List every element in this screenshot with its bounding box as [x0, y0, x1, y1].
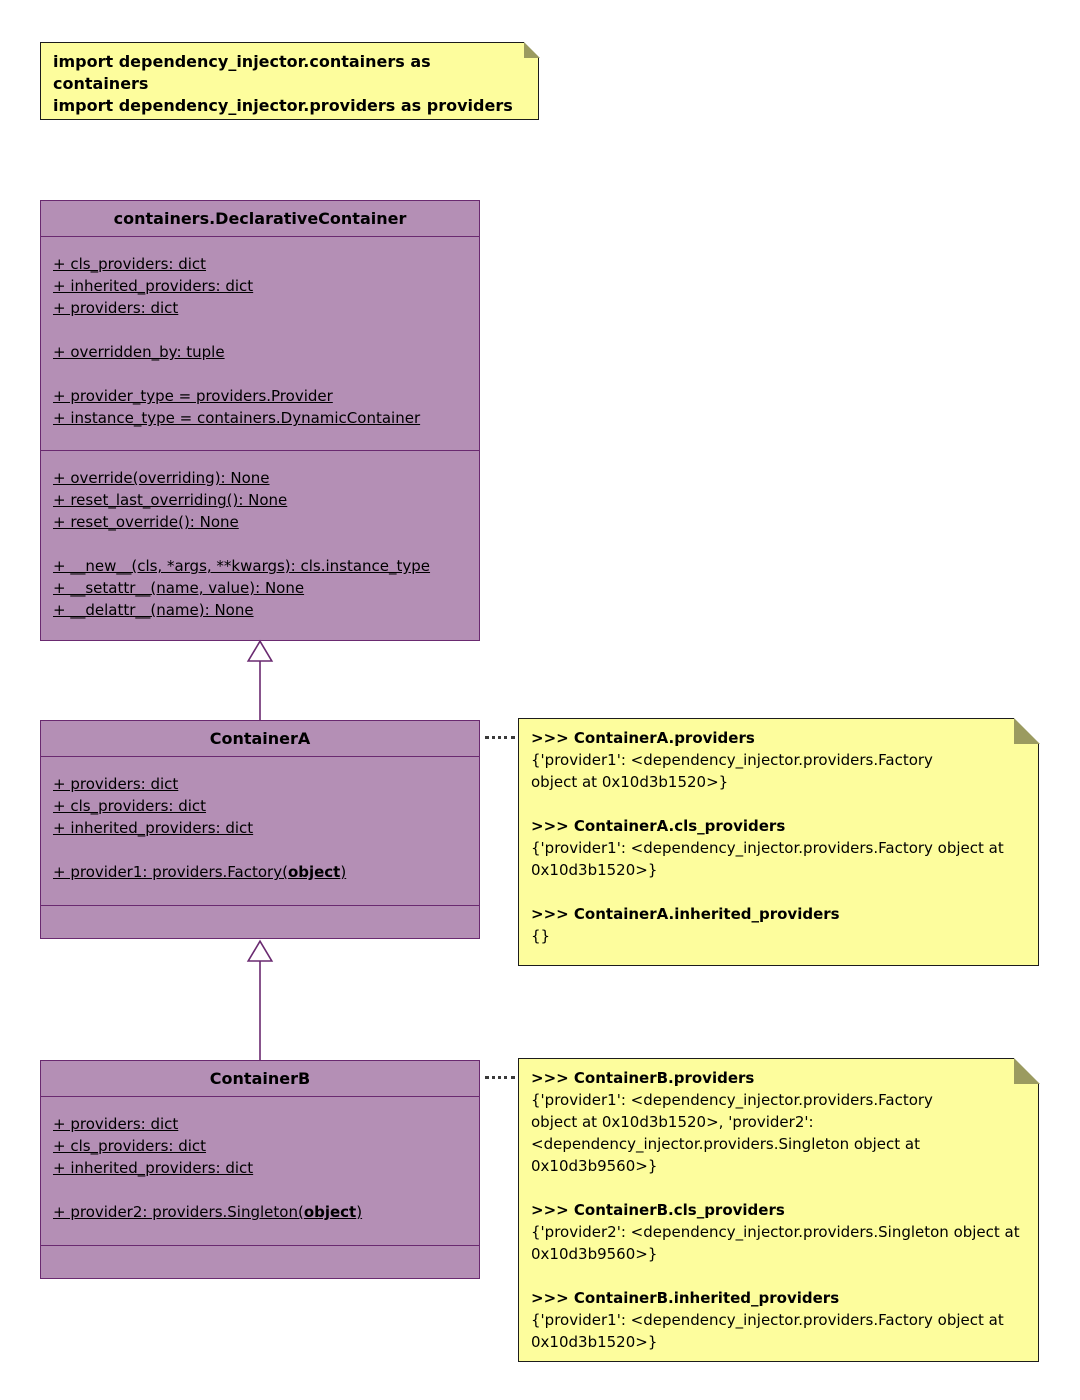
- note-header: >>> ContainerB.providers: [531, 1069, 755, 1087]
- hollow-triangle-icon: [246, 939, 274, 962]
- note-body: {'provider1': <dependency_injector.provi…: [531, 839, 1004, 879]
- class-container-b: ContainerB + providers: dict + cls_provi…: [40, 1060, 480, 1279]
- attributes-compartment: + providers: dict + cls_providers: dict …: [41, 757, 479, 905]
- class-attribute: + inherited_providers: dict: [53, 1159, 254, 1177]
- class-attribute: + providers: dict: [53, 1115, 179, 1133]
- inheritance-arrow-b: [246, 939, 274, 1061]
- class-attribute: + provider2: providers.Singleton(object): [49, 1201, 471, 1223]
- note-container-b: >>> ContainerB.providers {'provider1': <…: [518, 1057, 1040, 1362]
- class-attribute-spacer: [49, 319, 471, 341]
- class-attribute: + providers: dict: [53, 775, 179, 793]
- class-attribute: + cls_providers: dict: [53, 255, 207, 273]
- note-entry: >>> ContainerA.cls_providers {'provider1…: [531, 815, 1026, 881]
- note-header: >>> ContainerA.cls_providers: [531, 817, 786, 835]
- class-method-spacer: [49, 533, 471, 555]
- class-title: ContainerA: [41, 721, 479, 757]
- provider-post: ): [340, 863, 347, 881]
- provider-pre: + provider2: providers.Singleton(: [53, 1203, 304, 1221]
- methods-compartment: + override(overriding): None + reset_las…: [41, 450, 479, 640]
- note-header: >>> ContainerB.cls_providers: [531, 1201, 785, 1219]
- class-attribute: + inherited_providers: dict: [53, 277, 254, 295]
- hollow-triangle-icon: [246, 639, 274, 662]
- class-attribute: + overridden_by: tuple: [53, 343, 225, 361]
- note-link-a: [485, 736, 515, 739]
- class-attribute: + cls_providers: dict: [53, 797, 207, 815]
- note-body: {'provider1': <dependency_injector.provi…: [531, 1311, 1004, 1351]
- class-attribute-spacer: [49, 1179, 471, 1201]
- note-entry: >>> ContainerA.providers {'provider1': <…: [531, 727, 1026, 793]
- note-body: {'provider2': <dependency_injector.provi…: [531, 1223, 1020, 1263]
- note-header: >>> ContainerB.inherited_providers: [531, 1289, 840, 1307]
- provider-pre: + provider1: providers.Factory(: [53, 863, 288, 881]
- class-declarative-container: containers.DeclarativeContainer + cls_pr…: [40, 200, 480, 641]
- class-attribute: + cls_providers: dict: [53, 1137, 207, 1155]
- class-attribute: + inherited_providers: dict: [53, 819, 254, 837]
- import-note: import dependency_injector.containers as…: [40, 41, 540, 120]
- import-note-line: import dependency_injector.providers as …: [53, 96, 513, 115]
- note-header: >>> ContainerA.providers: [531, 729, 755, 747]
- class-method: + __setattr__(name, value): None: [53, 579, 305, 597]
- note-body: {'provider1': <dependency_injector.provi…: [531, 751, 933, 791]
- note-entry: >>> ContainerB.cls_providers {'provider2…: [531, 1199, 1026, 1265]
- class-attribute: + provider1: providers.Factory(object): [49, 861, 471, 883]
- class-method: + reset_last_overriding(): None: [53, 491, 288, 509]
- note-header: >>> ContainerA.inherited_providers: [531, 905, 840, 923]
- class-attribute: + provider_type = providers.Provider: [53, 387, 333, 405]
- class-attribute-spacer: [49, 363, 471, 385]
- class-method: + __delattr__(name): None: [53, 601, 254, 619]
- note-container-a: >>> ContainerA.providers {'provider1': <…: [518, 717, 1040, 966]
- attributes-compartment: + providers: dict + cls_providers: dict …: [41, 1097, 479, 1245]
- note-body: {}: [531, 927, 551, 945]
- note-entry: >>> ContainerB.providers {'provider1': <…: [531, 1067, 1026, 1177]
- note-link-b: [485, 1076, 515, 1079]
- provider-bold: object: [303, 1203, 357, 1221]
- class-method: + __new__(cls, *args, **kwargs): cls.ins…: [53, 557, 431, 575]
- note-entry: >>> ContainerA.inherited_providers {}: [531, 903, 1026, 947]
- provider-post: ): [356, 1203, 363, 1221]
- note-entry: >>> ContainerB.inherited_providers {'pro…: [531, 1287, 1026, 1353]
- note-body: {'provider1': <dependency_injector.provi…: [531, 1091, 933, 1175]
- class-title: containers.DeclarativeContainer: [41, 201, 479, 237]
- class-attribute: + instance_type = containers.DynamicCont…: [53, 409, 421, 427]
- class-title: ContainerB: [41, 1061, 479, 1097]
- class-method: + override(overriding): None: [53, 469, 270, 487]
- inheritance-arrow-a: [246, 639, 274, 721]
- class-method: + reset_override(): None: [53, 513, 239, 531]
- methods-compartment-empty: [41, 1245, 479, 1278]
- class-attribute-spacer: [49, 839, 471, 861]
- import-note-line: import dependency_injector.containers as…: [53, 52, 431, 93]
- methods-compartment-empty: [41, 905, 479, 938]
- attributes-compartment: + cls_providers: dict + inherited_provid…: [41, 237, 479, 450]
- provider-bold: object: [287, 863, 341, 881]
- class-attribute: + providers: dict: [53, 299, 179, 317]
- class-container-a: ContainerA + providers: dict + cls_provi…: [40, 720, 480, 939]
